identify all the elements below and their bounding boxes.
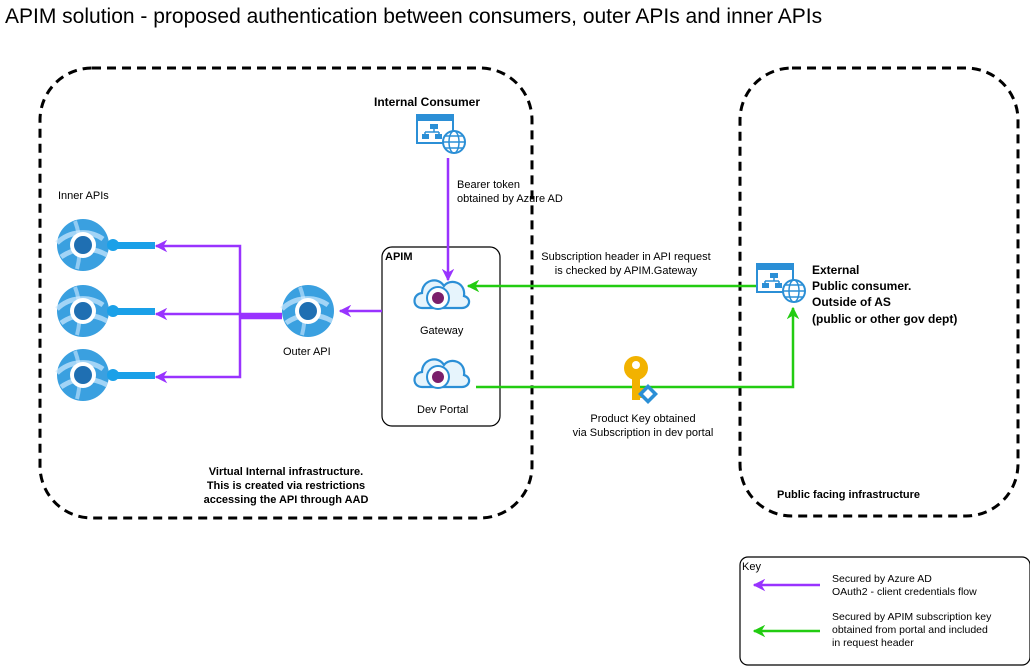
key-azure-ad-text: Secured by Azure AD OAuth2 - client cred… — [832, 573, 977, 599]
apim-subscription-flows — [466, 279, 800, 389]
internal-consumer-label: Internal Consumer — [374, 95, 481, 109]
public-infrastructure-boundary — [738, 66, 1020, 518]
dev-portal-label: Dev Portal — [417, 404, 469, 416]
diagram-title: APIM solution - proposed authentication … — [5, 5, 823, 28]
virtual-internal-label: Virtual Internal infrastructure. This is… — [203, 466, 369, 506]
outer-to-inner-api-3-arrow — [154, 316, 282, 384]
product-key-label: Product Key obtained via Subscription in… — [572, 413, 714, 439]
product-key-icon — [624, 356, 658, 404]
key-title: Key — [742, 561, 761, 573]
bearer-token-label: Bearer token obtained by Azure AD — [457, 179, 563, 205]
inner-api-2-icon — [57, 285, 155, 337]
inner-api-3-icon — [57, 349, 155, 401]
subscription-header-label: Subscription header in API request is ch… — [541, 251, 711, 277]
gateway-label: Gateway — [420, 325, 464, 337]
inner-apis-label: Inner APIs — [58, 190, 109, 202]
outer-to-inner-api-1-arrow — [154, 239, 282, 318]
azure-ad-flows — [154, 158, 455, 384]
apim-label: APIM — [385, 251, 413, 263]
key-apim-key-text: Secured by APIM subscription key obtaine… — [832, 611, 992, 650]
external-consumer-icon — [756, 263, 806, 303]
product-key-arrow — [476, 306, 800, 389]
external-consumer-label: External Public consumer. Outside of AS … — [812, 263, 958, 326]
public-facing-label: Public facing infrastructure — [777, 489, 921, 501]
outer-api-label: Outer API — [283, 346, 331, 358]
internal-consumer-icon — [416, 114, 466, 154]
outer-api-icon — [282, 285, 334, 337]
inner-api-1-icon — [57, 219, 155, 271]
